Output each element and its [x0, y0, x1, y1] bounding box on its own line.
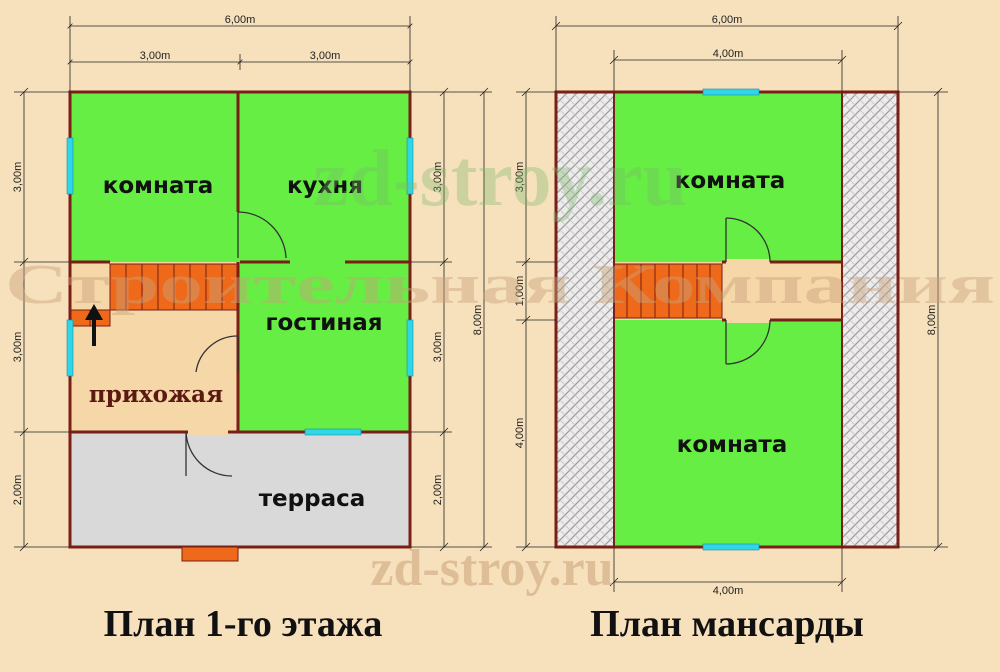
- attic-door-gap-bottom: [726, 317, 770, 323]
- doors: [185, 211, 287, 477]
- first-floor-title: План 1-го этажа: [104, 603, 383, 645]
- dim-right-height-1: 3,00m: [432, 162, 444, 193]
- attic-dim-total-height: 8,00m: [926, 305, 938, 336]
- door-opening: [188, 430, 228, 435]
- attic-room-top-fill: [614, 92, 842, 262]
- up-arrow-icon: [85, 304, 103, 346]
- attic-dimension-lines-top: [551, 16, 903, 92]
- room-fill: [70, 92, 238, 262]
- dimension-lines-top: [67, 16, 413, 92]
- attic-plan: комната комната 6,00m 4,00m 4,00m: [514, 14, 948, 645]
- label-hall: прихожая: [89, 381, 223, 408]
- dim-right-height-2: 3,00m: [432, 332, 444, 363]
- kitchen-fill: [238, 92, 410, 262]
- attic-doors: [725, 217, 771, 365]
- entrance-step: [181, 546, 239, 562]
- living-fill: [238, 262, 410, 432]
- watermark-site-bottom: zd-stroy.ru: [370, 540, 613, 597]
- attic-label-bottom: комната: [677, 432, 787, 458]
- label-kitchen: кухня: [287, 173, 363, 199]
- windows: [66, 137, 414, 436]
- attic-dim-overall-width: 6,00m: [712, 14, 743, 26]
- first-floor-plan: комната кухня гостиная прихожая терраса …: [12, 14, 492, 645]
- attic-dim-inner-width-bottom: 4,00m: [713, 585, 744, 597]
- attic-door-gap-top: [726, 259, 770, 265]
- attic-dimension-lines-left: [516, 87, 556, 552]
- label-living: гостиная: [265, 310, 382, 336]
- attic-room-bottom-fill: [614, 320, 842, 547]
- attic-dim-inner-width-top: 4,00m: [713, 48, 744, 60]
- dim-overall-width: 6,00m: [225, 14, 256, 26]
- attic-dim-left-height-1: 3,00m: [514, 162, 526, 193]
- dim-total-height: 8,00m: [472, 305, 484, 336]
- label-room: комната: [103, 173, 213, 199]
- left-eave-hatch: [556, 92, 614, 547]
- attic-dimension-lines-right: [898, 87, 948, 552]
- label-terrace: терраса: [259, 486, 366, 512]
- watermark-site-top: zd-stroy.ru: [313, 135, 687, 223]
- attic-stairs: [613, 263, 723, 319]
- dim-left-height-1: 3,00m: [12, 162, 24, 193]
- dim-right-height-3: 2,00m: [432, 475, 444, 506]
- right-eave-hatch: [842, 92, 898, 547]
- attic-title: План мансарды: [590, 603, 864, 645]
- watermark-company: Строительная Компания: [5, 254, 995, 316]
- attic-windows: [702, 88, 760, 551]
- attic-dim-left-height-2: 1,00m: [514, 276, 526, 307]
- dim-right-width: 3,00m: [310, 50, 341, 62]
- dim-left-height-3: 2,00m: [12, 475, 24, 506]
- dim-left-width: 3,00m: [140, 50, 171, 62]
- terrace-fill: [70, 432, 410, 547]
- dimension-lines-left: [14, 87, 70, 552]
- attic-dim-left-height-3: 4,00m: [514, 418, 526, 449]
- dimension-lines-right: [410, 87, 492, 552]
- dim-left-height-2: 3,00m: [12, 332, 24, 363]
- attic-label-top: комната: [675, 168, 785, 194]
- attic-dimension-lines-bottom: [609, 547, 847, 592]
